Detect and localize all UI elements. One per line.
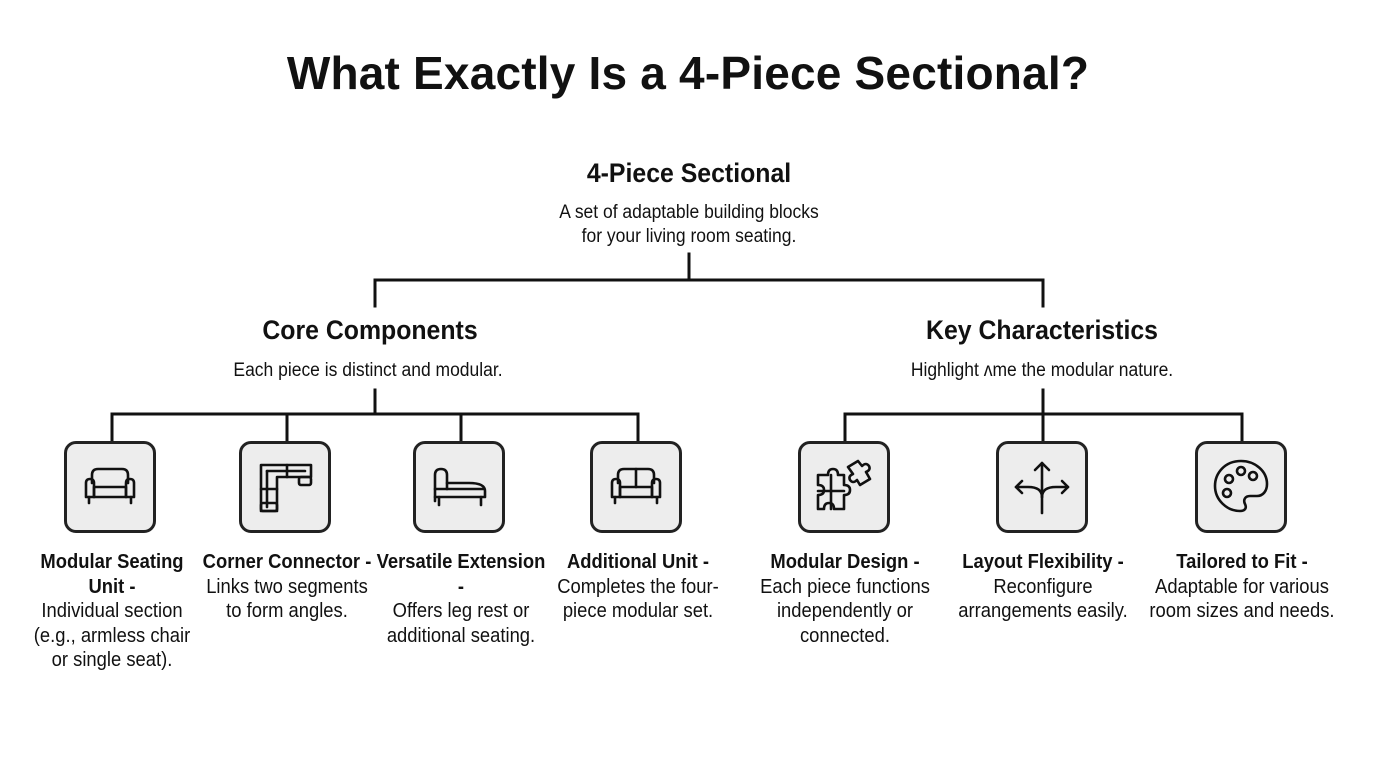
leaf-description: Links two segments to form angles. <box>206 575 368 623</box>
leaf-icon-box <box>798 441 890 533</box>
leaf-text-corner-connector: Corner Connector - Links two segments to… <box>200 550 375 624</box>
leaf-dash: - <box>908 551 920 573</box>
leaf-icon-box <box>1195 441 1287 533</box>
leaf-dash: - <box>457 575 465 598</box>
leaf-description: Adaptable for various room sizes and nee… <box>1149 575 1335 623</box>
leaf-text-modular-seating-unit: Modular Seating Unit - Individual sectio… <box>25 550 200 673</box>
branch-description-core-components: Each piece is distinct and modular. <box>233 360 503 381</box>
leaf-icon-box <box>996 441 1088 533</box>
armchair-icon <box>84 467 136 505</box>
leaf-description: Reconfigure arrangements easily. <box>958 575 1128 623</box>
leaf-description: Offers leg rest or additional seating. <box>386 600 536 647</box>
leaf-title: Layout Flexibility <box>962 551 1113 573</box>
leaf-dash: - <box>124 575 136 598</box>
root-node-label: 4-Piece Sectional <box>586 158 792 188</box>
leaf-dash: - <box>360 551 372 573</box>
leaf-text-additional-unit: Additional Unit - Completes the four-pie… <box>537 550 739 624</box>
loveseat-icon <box>610 467 662 505</box>
leaf-dash: - <box>1112 551 1124 573</box>
root-node-description-line2: for your living room seating. <box>581 226 797 247</box>
palette-icon <box>1213 459 1269 513</box>
corner-sectional-icon <box>259 463 313 513</box>
leaf-title: Versatile Extension <box>376 551 546 573</box>
branch-label-core-components: Core Components <box>262 315 478 345</box>
leaf-description: Completes the four-piece modular set. <box>557 575 719 623</box>
leaf-title: Additional Unit <box>566 551 698 573</box>
leaf-title: Corner Connector <box>202 551 361 573</box>
leaf-icon-box <box>590 441 682 533</box>
leaf-title: Tailored to Fit <box>1176 551 1297 573</box>
leaf-description: Each piece functions independently or co… <box>760 575 930 647</box>
leaf-icon-box <box>239 441 331 533</box>
root-node-description-line1: A set of adaptable building blocks <box>559 202 819 223</box>
puzzle-icon <box>816 459 872 511</box>
leaf-text-tailored-to-fit: Tailored to Fit - Adaptable for various … <box>1141 550 1343 624</box>
chaise-lounge-icon <box>433 467 487 507</box>
branch-label-key-characteristics: Key Characteristics <box>926 315 1158 345</box>
leaf-title: Modular Design <box>770 551 909 573</box>
leaf-text-layout-flexibility: Layout Flexibility - Reconfigure arrange… <box>937 550 1149 624</box>
page-title: What Exactly Is a 4-Piece Sectional? <box>286 47 1090 99</box>
leaf-dash: - <box>697 551 710 573</box>
branch-description-key-characteristics: Highlight ʌme the modular nature. <box>910 360 1174 381</box>
leaf-text-modular-design: Modular Design - Each piece functions in… <box>744 550 946 648</box>
split-arrows-icon <box>1014 461 1070 515</box>
leaf-icon-box <box>64 441 156 533</box>
leaf-text-versatile-extension: Versatile Extension - Offers leg rest or… <box>374 550 549 648</box>
leaf-icon-box <box>413 441 505 533</box>
leaf-title: Modular Seating Unit <box>40 551 184 598</box>
leaf-dash: - <box>1296 551 1308 573</box>
leaf-description: Individual section (e.g., armless chair … <box>33 600 191 671</box>
